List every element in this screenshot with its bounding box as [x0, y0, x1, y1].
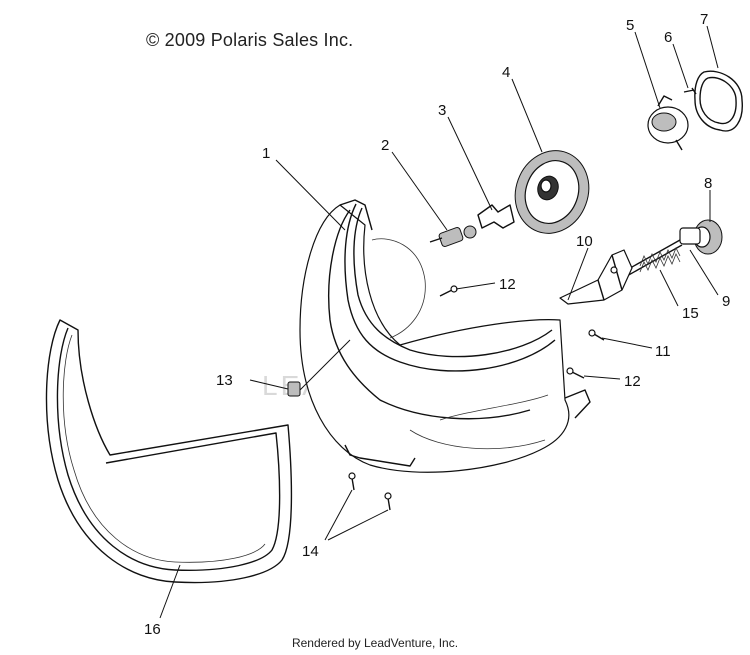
- adjuster-knob-part: [679, 219, 723, 255]
- callout-14: 14: [302, 543, 319, 560]
- leader-lines: [159, 25, 719, 619]
- callout-3: 3: [438, 102, 446, 119]
- callout-2: 2: [381, 137, 389, 154]
- copyright-text: © 2009 Polaris Sales Inc.: [146, 30, 354, 50]
- callout-9: 9: [722, 293, 730, 310]
- retaining-clip-part: [477, 204, 515, 229]
- gasket-seal-part: [45, 319, 293, 584]
- screw-14-right-part: [384, 492, 392, 511]
- callout-12-lower: 12: [624, 373, 641, 390]
- callout-12-upper: 12: [499, 276, 516, 293]
- callout-11: 11: [655, 343, 671, 360]
- bulb-part: [429, 225, 477, 247]
- callout-5: 5: [626, 17, 634, 34]
- callout-4: 4: [502, 64, 510, 81]
- callout-16: 16: [144, 621, 161, 638]
- callout-15: 15: [682, 305, 699, 322]
- callout-13: 13: [216, 372, 233, 389]
- headlight-housing-part: [299, 199, 591, 473]
- callout-7: 7: [700, 11, 708, 28]
- lamp-reflector-part: [514, 150, 590, 234]
- cap-part: [647, 95, 689, 151]
- callout-1: 1: [262, 145, 270, 162]
- gasket-ring-part: [694, 70, 743, 132]
- callout-8: 8: [704, 175, 712, 192]
- callout-10: 10: [576, 233, 593, 250]
- screw-12-lower-part: [566, 367, 585, 379]
- footer-text: Rendered by LeadVenture, Inc.: [291, 636, 459, 650]
- screw-11-part: [588, 329, 605, 341]
- clip-13-part: [287, 381, 301, 397]
- spring-part: [639, 247, 681, 273]
- screw-14-left-part: [348, 472, 356, 491]
- adjuster-bracket-part: [559, 249, 633, 305]
- screw-12-upper-part: [439, 285, 458, 297]
- callout-6: 6: [664, 29, 672, 46]
